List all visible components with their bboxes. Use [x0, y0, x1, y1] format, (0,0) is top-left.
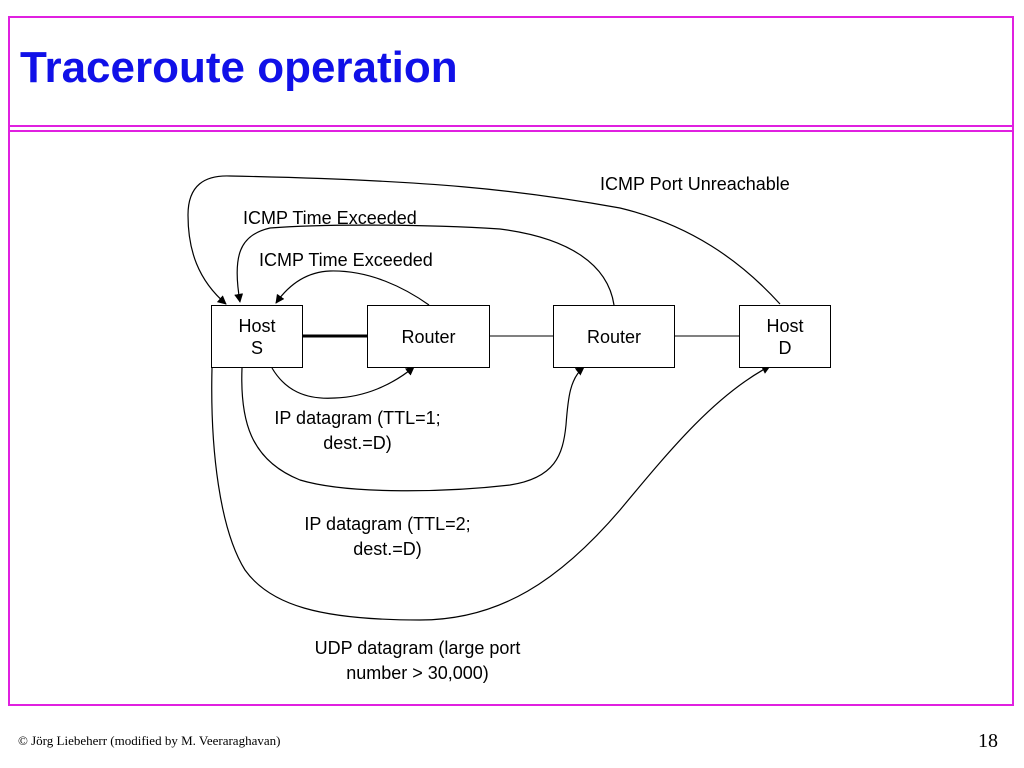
title-divider-bottom [8, 130, 1014, 132]
icmp-time-exceeded-router-2-arrow [234, 224, 615, 306]
ip-datagram-ttl2-arrow [241, 366, 585, 492]
host-d-box: Host D [739, 305, 831, 368]
ip-datagram-ttl2-label: IP datagram (TTL=2; dest.=D) [304, 514, 471, 559]
router-2-box: Router [553, 305, 675, 368]
copyright-footer: © Jörg Liebeherr (modified by M. Veerara… [18, 733, 281, 748]
icmp-time-exceeded-router-1-arrow [275, 270, 430, 306]
router-1-box: Router [367, 305, 490, 368]
ip-datagram-ttl1-label: IP datagram (TTL=1; dest.=D) [274, 408, 441, 453]
icmp-time-exceeded-router-1-label: ICMP Time Exceeded [259, 250, 433, 270]
slide-title: Traceroute operation [20, 43, 458, 92]
host-s-box: Host S [211, 305, 303, 368]
icmp-port-unreachable-arrow [187, 175, 781, 305]
udp-datagram-arrow [211, 365, 771, 621]
udp-datagram-label: UDP datagram (large port number > 30,000… [314, 638, 521, 683]
icmp-time-exceeded-router-2-label: ICMP Time Exceeded [243, 208, 417, 228]
slide-frame [8, 16, 1014, 706]
ip-datagram-ttl1-arrow [271, 366, 415, 399]
page-number: 18 [978, 730, 998, 752]
title-divider-top [8, 125, 1014, 127]
icmp-port-unreachable-label: ICMP Port Unreachable [600, 174, 790, 194]
